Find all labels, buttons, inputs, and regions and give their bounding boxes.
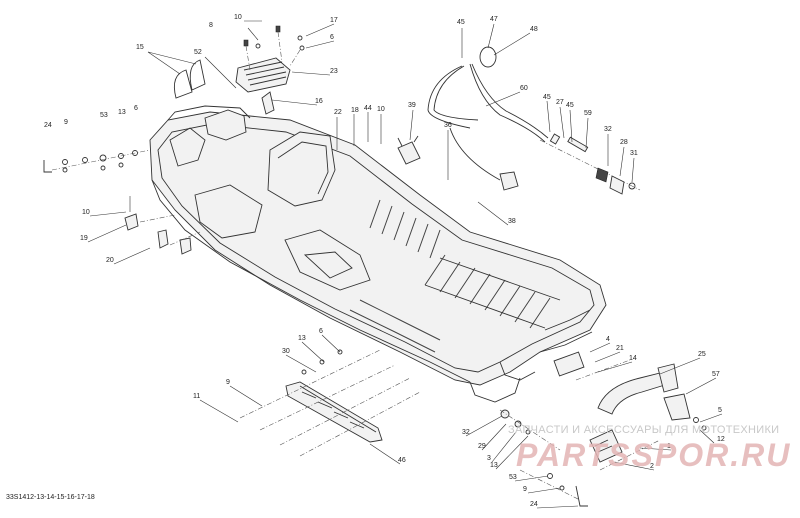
reboarding-handle [499,359,707,507]
callout-19: 19 [80,235,88,242]
watermark-text: ЗАПЧАСТИ И АКСЕССУАРЫ ДЛЯ МОТОТЕХНИКИ [508,424,780,436]
callout-48: 48 [530,26,538,33]
storage-tray [235,57,291,93]
callout-38: 38 [508,218,516,225]
callout-47: 47 [490,16,498,23]
callout-14: 14 [629,355,637,362]
callout-9: 9 [64,119,68,126]
callout-11: 11 [193,393,200,400]
diagram-code: 33S1412-13-14-15-16-17-18 [6,494,95,501]
callout-36: 36 [444,122,452,129]
callout-9: 9 [523,486,527,493]
callout-32: 32 [462,429,470,436]
callout-6: 6 [330,34,334,41]
callout-3: 3 [487,455,491,462]
callout-12: 12 [717,436,725,443]
hardware-top [243,25,305,71]
callout-29: 29 [478,443,486,450]
callout-20: 20 [106,257,114,264]
callout-46: 46 [398,457,406,464]
callout-52: 52 [194,49,202,56]
callout-4: 4 [606,336,610,343]
callout-31: 31 [630,150,638,157]
callout-21: 21 [616,345,624,352]
callout-30: 30 [282,348,290,355]
hull-floor-ribs [349,199,561,353]
callout-2: 2 [650,463,654,470]
callout-6: 6 [134,105,138,112]
callout-22: 22 [334,109,342,116]
callout-59: 59 [584,110,592,117]
hull [149,105,607,403]
handle-brackets [173,59,275,115]
callout-24: 24 [44,122,52,129]
callout-13: 13 [298,335,306,342]
callout-8: 8 [209,22,213,29]
callout-60: 60 [520,85,528,92]
callout-39: 39 [408,102,416,109]
sponson-rail [239,349,421,457]
callout-10: 10 [234,14,242,21]
hose-assembly [397,46,549,191]
callout-45: 45 [457,19,465,26]
drain-plug-parts [539,133,641,195]
callout-13: 13 [490,462,498,469]
callout-10: 10 [377,106,385,113]
callout-1: 1 [667,443,671,450]
callout-53: 53 [100,112,108,119]
callout-5: 5 [718,407,722,414]
callout-27: 27 [556,99,564,106]
fastener-stack-left [43,149,151,173]
callout-18: 18 [351,107,359,114]
callout-9: 9 [226,379,230,386]
callout-25: 25 [698,351,706,358]
callout-15: 15 [136,44,144,51]
callout-57: 57 [712,371,720,378]
callout-13: 13 [118,109,126,116]
leader-lines [87,20,723,509]
callout-45: 45 [543,94,551,101]
callout-17: 17 [330,17,338,24]
callout-10: 10 [82,209,90,216]
callout-24: 24 [530,501,538,508]
callout-32: 32 [604,126,612,133]
callout-53: 53 [509,474,517,481]
callout-6: 6 [319,328,323,335]
callout-44: 44 [364,105,372,112]
callout-23: 23 [330,68,338,75]
watermark-logo: PARTSSPOR.RU [516,437,792,473]
side-bracket-left [124,196,201,255]
callout-28: 28 [620,139,628,146]
callout-16: 16 [315,98,323,105]
callout-45: 45 [566,102,574,109]
